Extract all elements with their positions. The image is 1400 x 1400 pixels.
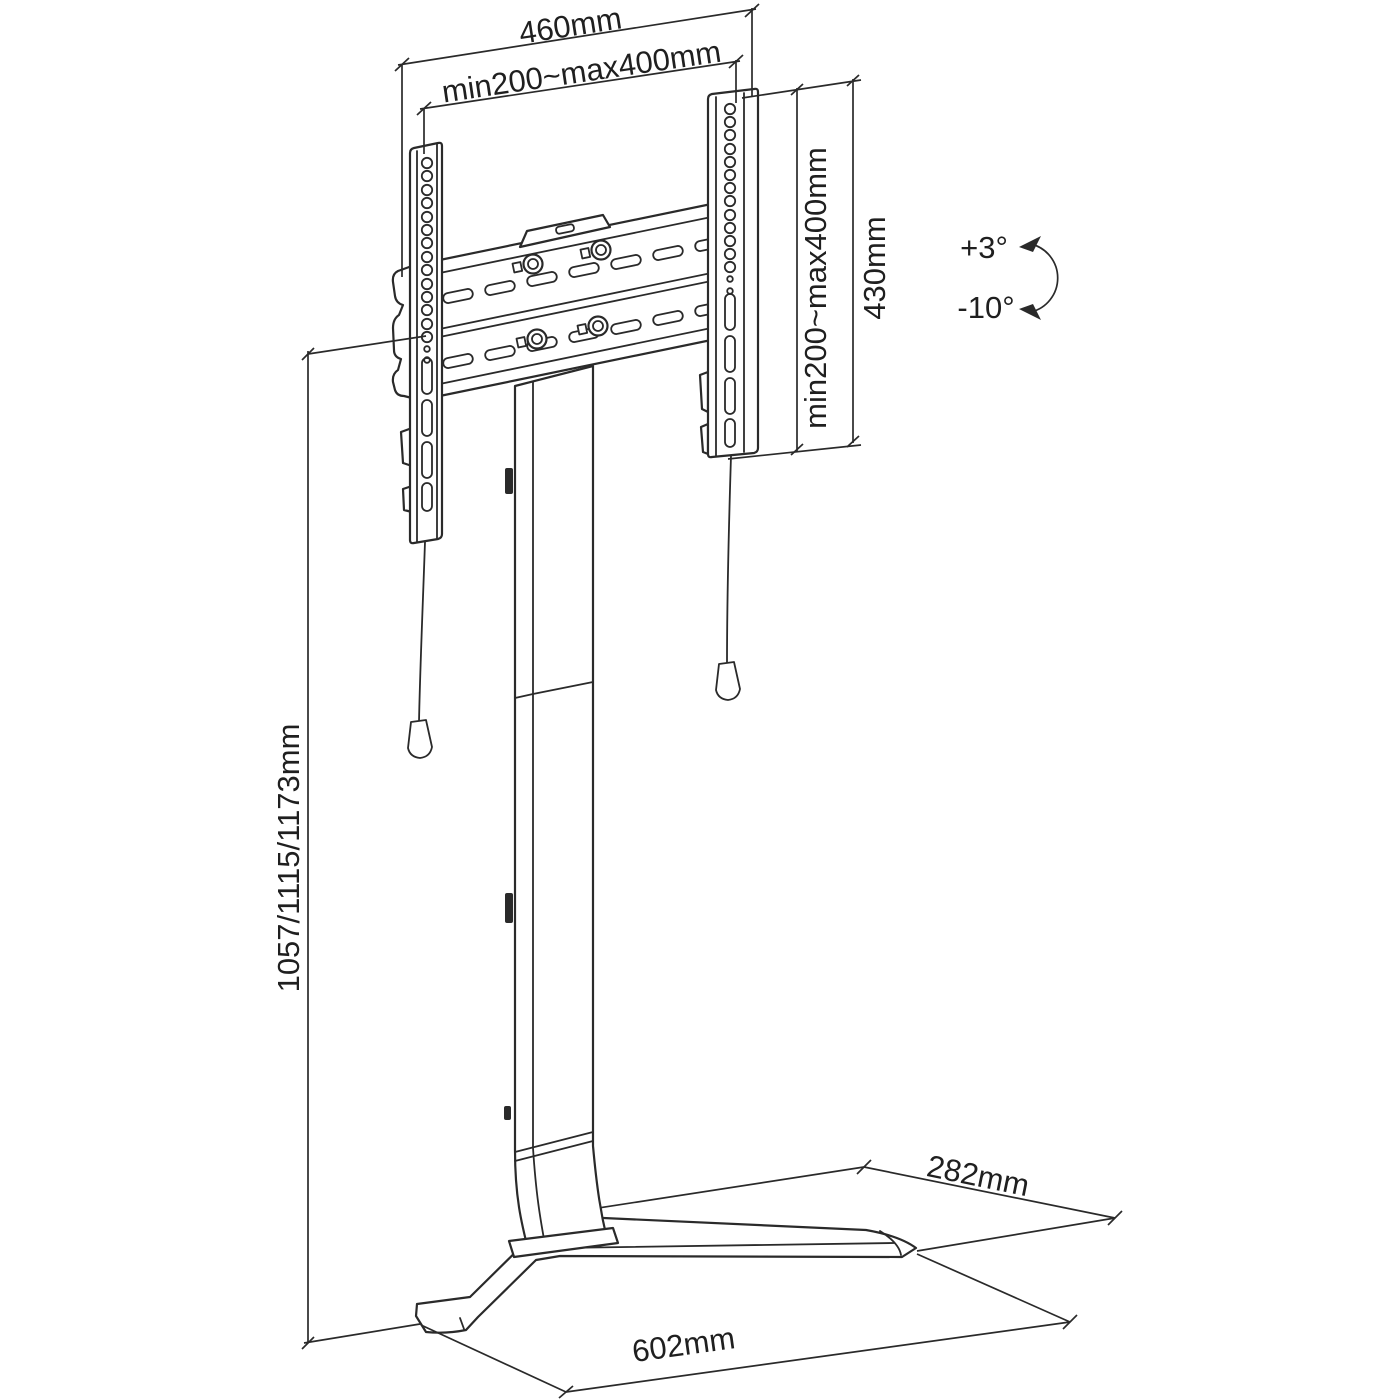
label-base-depth: 282mm bbox=[924, 1148, 1032, 1203]
crossbar-slots-row2 bbox=[442, 301, 726, 369]
column-side-latch-lower bbox=[505, 893, 513, 923]
pull-cord-right-handle bbox=[715, 661, 741, 701]
stand-column bbox=[504, 364, 620, 1259]
pull-cord-right bbox=[715, 455, 741, 701]
right-rail-body bbox=[706, 87, 760, 459]
label-tilt-up: +3° bbox=[960, 230, 1008, 265]
dimension-lines bbox=[301, 3, 1123, 1399]
label-base-width: 602mm bbox=[630, 1320, 737, 1369]
vesa-rail-right bbox=[698, 87, 760, 459]
column-side-notch bbox=[504, 1106, 511, 1120]
column-body bbox=[513, 364, 609, 1255]
base-plate bbox=[414, 1214, 918, 1334]
dimension-labels: 460mm min200~max400mm min200~max400mm 43… bbox=[271, 0, 1032, 1369]
tilt-arrow-up-icon bbox=[1019, 236, 1041, 252]
right-rail-slots bbox=[724, 293, 736, 448]
right-rail-tab-upper bbox=[698, 370, 710, 414]
left-rail-hook-plate bbox=[391, 264, 414, 400]
crossbar-top-clamp bbox=[518, 213, 612, 249]
stand-base bbox=[414, 1214, 918, 1334]
crossbar-screws bbox=[511, 239, 612, 350]
label-tilt-down: -10° bbox=[957, 290, 1014, 325]
pull-cord-left bbox=[407, 541, 433, 759]
vesa-rail-left bbox=[391, 141, 444, 545]
column-side-latch-upper bbox=[505, 468, 513, 494]
label-bracket-outer-width: 460mm bbox=[517, 0, 625, 50]
label-vesa-width-range: min200~max400mm bbox=[440, 34, 724, 110]
label-vesa-height-range: min200~max400mm bbox=[798, 147, 833, 429]
label-stand-heights: 1057/1115/1173mm bbox=[271, 724, 306, 993]
tilt-arc bbox=[1030, 243, 1059, 313]
label-bracket-height: 430mm bbox=[857, 216, 892, 319]
left-rail-slots bbox=[421, 357, 433, 512]
tilt-arrow-down-icon bbox=[1019, 304, 1041, 320]
column-foot-plate bbox=[507, 1226, 620, 1259]
pull-cord-left-handle bbox=[407, 719, 433, 759]
